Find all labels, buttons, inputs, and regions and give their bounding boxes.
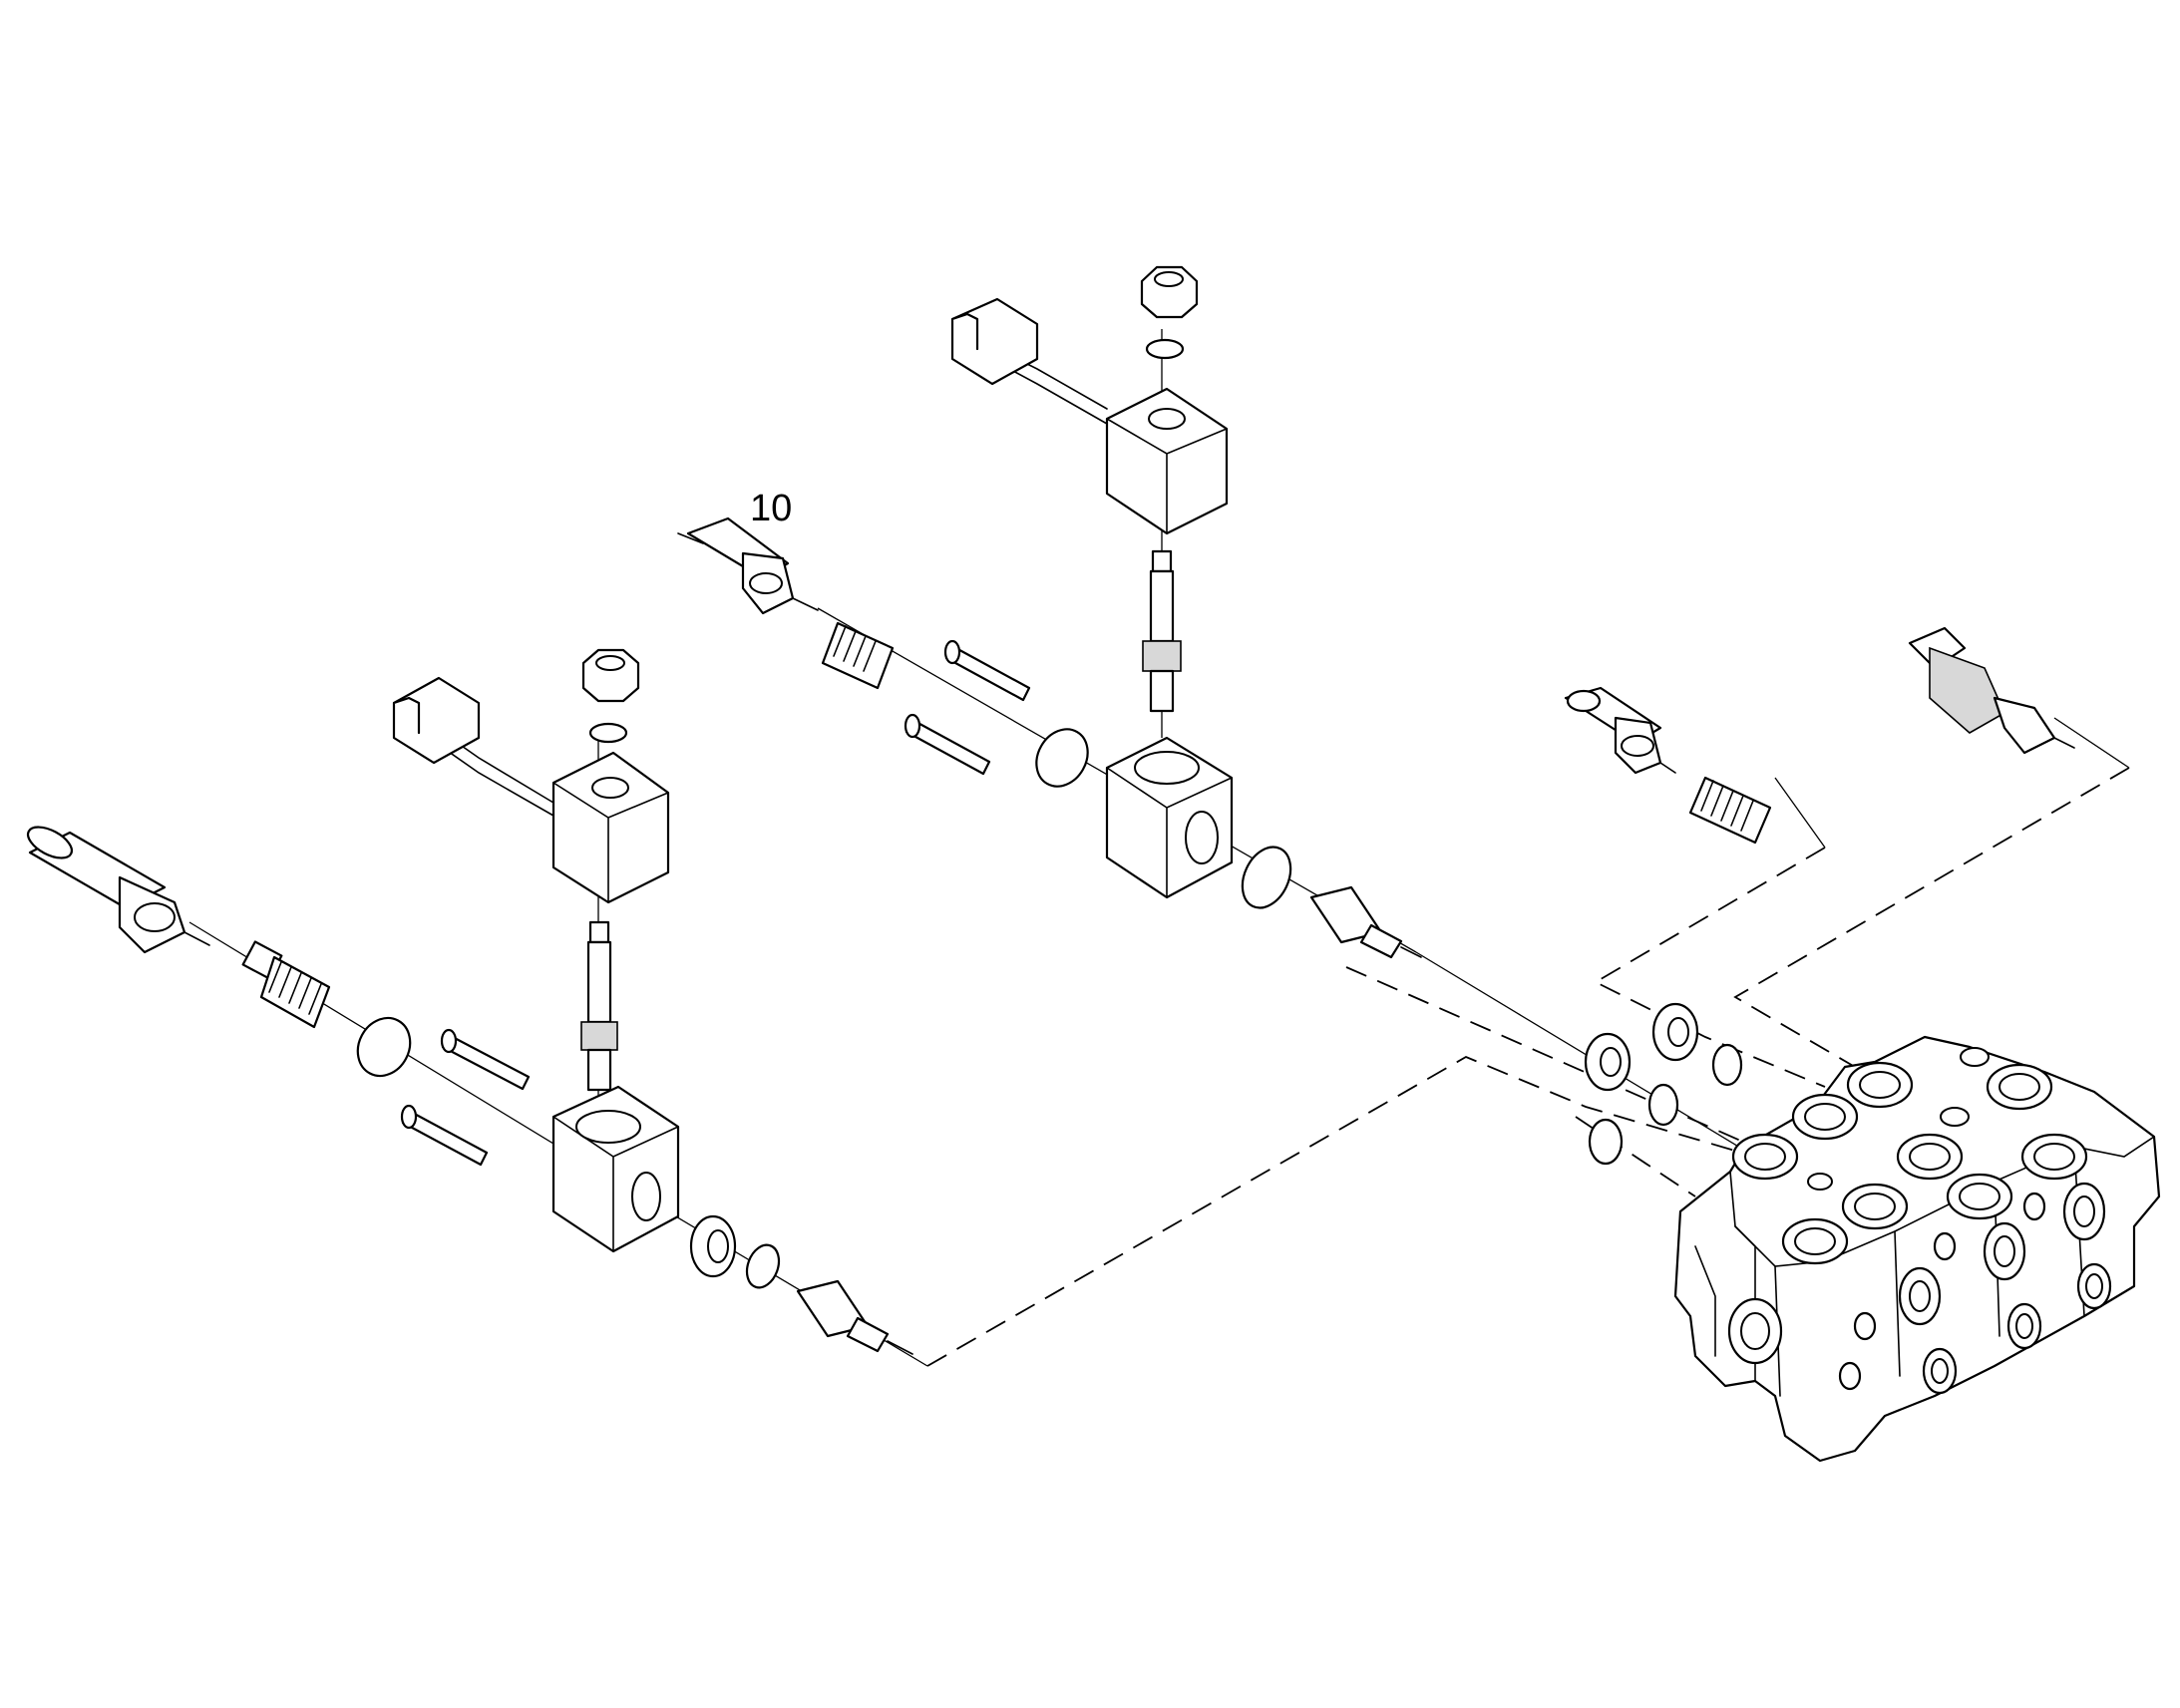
center-retaining-ring: [1035, 728, 1089, 788]
center-o-ring: [1241, 846, 1292, 909]
right-washers-and-seals: [1584, 1002, 1743, 1166]
left-cap-o-ring: [588, 722, 628, 744]
callout-10: 10: [750, 488, 792, 529]
center-solenoid-stem: [1142, 549, 1182, 713]
o-ring-upper: [1711, 1043, 1743, 1087]
center-valve-body: [1105, 736, 1234, 899]
housing-top-ports: [1731, 1047, 2088, 1265]
o-ring-middle: [1647, 1083, 1679, 1127]
center-cap-nut: [1140, 265, 1199, 319]
left-o-ring-b: [745, 1243, 781, 1289]
left-solenoid-coil: [428, 722, 670, 904]
center-bolt-upper: [943, 639, 1031, 702]
right-cartridge-sleeve: [1564, 686, 1676, 775]
left-bolt-upper: [440, 1028, 531, 1091]
center-solenoid-coil: [986, 343, 1229, 535]
housing-side-ports: [1727, 1182, 2112, 1395]
left-solenoid-stem: [580, 920, 618, 1092]
relief-valve-cartridge: [1908, 626, 2075, 755]
left-washer: [689, 1214, 737, 1278]
left-o-ring-a: [356, 1016, 412, 1078]
center-plunger: [1309, 885, 1422, 959]
explosion-axes: [188, 329, 1756, 1367]
main-valve-housing: [1673, 1035, 2161, 1463]
center-valve-assembly: 10: [677, 265, 1422, 959]
center-spring: [821, 621, 895, 690]
left-cartridge-sleeve: [26, 826, 210, 954]
center-cartridge-sleeve: [677, 516, 819, 615]
left-valve-body: [551, 1085, 680, 1253]
left-cap-nut: [581, 648, 640, 703]
left-spring: [241, 940, 331, 1029]
washer-middle: [1584, 1032, 1632, 1092]
o-ring-lower: [1588, 1118, 1624, 1166]
right-cartridge-parts: [1564, 626, 2075, 845]
left-plunger: [796, 1279, 913, 1355]
center-connector-plug: [950, 297, 1039, 386]
washer-upper: [1651, 1002, 1699, 1062]
left-bolt-lower: [400, 1104, 489, 1167]
center-cap-o-ring: [1145, 338, 1185, 360]
right-spring: [1688, 776, 1772, 845]
center-bolt-lower: [904, 713, 991, 776]
left-connector-plug: [392, 676, 481, 765]
left-valve-assembly: [26, 648, 913, 1355]
